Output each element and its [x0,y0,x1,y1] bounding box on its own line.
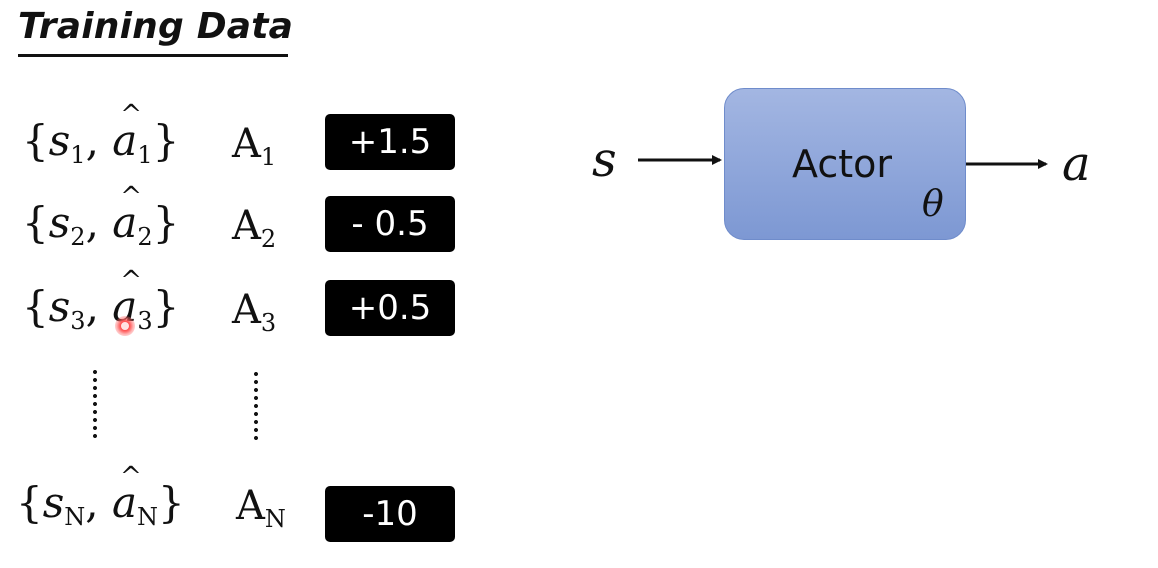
state-subscript: 2 [70,223,86,251]
advantage-value-n: -10 [325,486,455,542]
advantage-subscript: 1 [260,143,277,171]
advantage-label-2: A2 [232,203,276,251]
advantage-symbol: A [232,121,261,167]
action-subscript: 3 [137,307,153,335]
advantage-label-3: A3 [232,287,276,335]
state-subscript: 3 [70,307,86,335]
slide-title: Training Data [18,6,294,47]
actor-parameter: θ [922,184,944,225]
training-pair-3: {s3, a3} [22,268,179,333]
training-pair-1: {s1, a1} [22,102,179,167]
state-symbol: s [48,282,71,331]
state-subscript: 1 [70,141,86,169]
action-subscript: 1 [137,141,153,169]
state-symbol: s [42,478,65,527]
state-symbol: s [48,198,71,247]
action-subscript: 2 [137,223,153,251]
advantage-value-3: +0.5 [325,280,455,336]
state-subscript: N [64,503,86,531]
advantage-label-1: A1 [232,121,276,169]
output-action-symbol: a [1062,136,1091,192]
action-symbol: a [112,184,142,244]
advantage-value-1: +1.5 [325,114,455,170]
training-pair-2: {s2, a2} [22,184,179,249]
vertical-ellipsis-pairs [93,368,97,440]
training-pair-n: {sN, aN} [16,464,185,529]
action-subscript: N [137,503,159,531]
title-underline [18,54,288,57]
actor-label: Actor [792,142,892,186]
advantage-label-n: AN [236,483,286,531]
laser-pointer-icon [115,316,135,336]
advantage-symbol: A [232,287,261,333]
advantage-value-2: - 0.5 [325,196,455,252]
action-symbol: a [112,102,142,162]
vertical-ellipsis-advantages [254,370,258,442]
advantage-subscript: 3 [260,309,277,337]
advantage-symbol: A [236,483,265,529]
actor-network-box [724,88,966,240]
advantage-symbol: A [232,203,261,249]
action-symbol: a [112,464,142,524]
advantage-subscript: N [264,505,286,533]
input-state-symbol: s [592,132,617,188]
advantage-subscript: 2 [260,225,277,253]
state-symbol: s [48,116,71,165]
